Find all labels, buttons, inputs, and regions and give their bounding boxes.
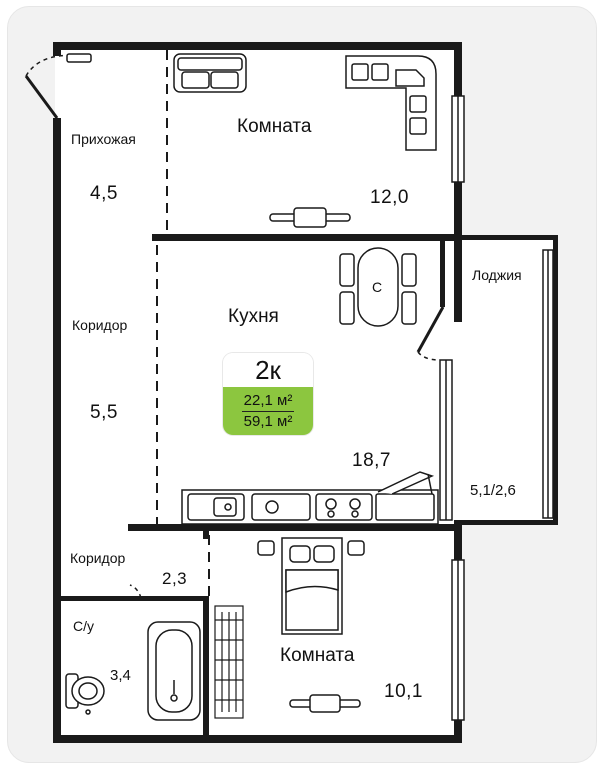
apartment-badge: 2к 22,1 м² 59,1 м² (223, 353, 313, 435)
table-label: С (372, 279, 383, 295)
radiators (66, 53, 361, 713)
room-area-corridor2: 2,3 (162, 569, 188, 588)
corner-sofa-icon (345, 55, 437, 151)
room-name-kitchen: Кухня (228, 306, 279, 327)
room-area-hall: 4,5 (90, 183, 118, 204)
area-summary: 22,1 м² 59,1 м² (223, 387, 313, 435)
total-area: 59,1 м² (243, 412, 293, 430)
living-area: 22,1 м² (241, 391, 295, 412)
kitchen-counter-icon (181, 471, 439, 525)
room-area-room1: 12,0 (370, 187, 409, 208)
toilet-icon (65, 673, 105, 715)
doors (24, 54, 445, 599)
loggia-floor (458, 237, 555, 524)
room-area-room2: 10,1 (384, 681, 423, 702)
bathtub-icon (147, 621, 201, 721)
outer-walls (53, 42, 558, 743)
room-area-corridor1: 5,5 (90, 402, 118, 423)
windows (439, 95, 554, 721)
interior-walls (61, 234, 458, 740)
room-name-hall: Прихожая (71, 131, 136, 147)
room-name-bathroom: С/у (73, 618, 94, 634)
room-name-loggia: Лоджия (472, 267, 522, 283)
room-area-loggia: 5,1/2,6 (470, 482, 516, 499)
room-area-kitchen: 18,7 (352, 450, 391, 471)
room-name-room2: Комната (280, 645, 355, 666)
room-name-corridor1: Коридор (72, 317, 128, 333)
rooms-count: 2к (223, 353, 313, 387)
room-name-room1: Комната (237, 116, 312, 137)
bed-icon (257, 537, 365, 635)
dining-table-icon (339, 247, 417, 327)
room-name-corridor2: Коридор (70, 550, 126, 566)
sofa-icon (173, 53, 247, 93)
dashed-partitions (156, 50, 210, 596)
wardrobe-icon (214, 605, 244, 719)
room-area-bathroom: 3,4 (110, 667, 131, 684)
